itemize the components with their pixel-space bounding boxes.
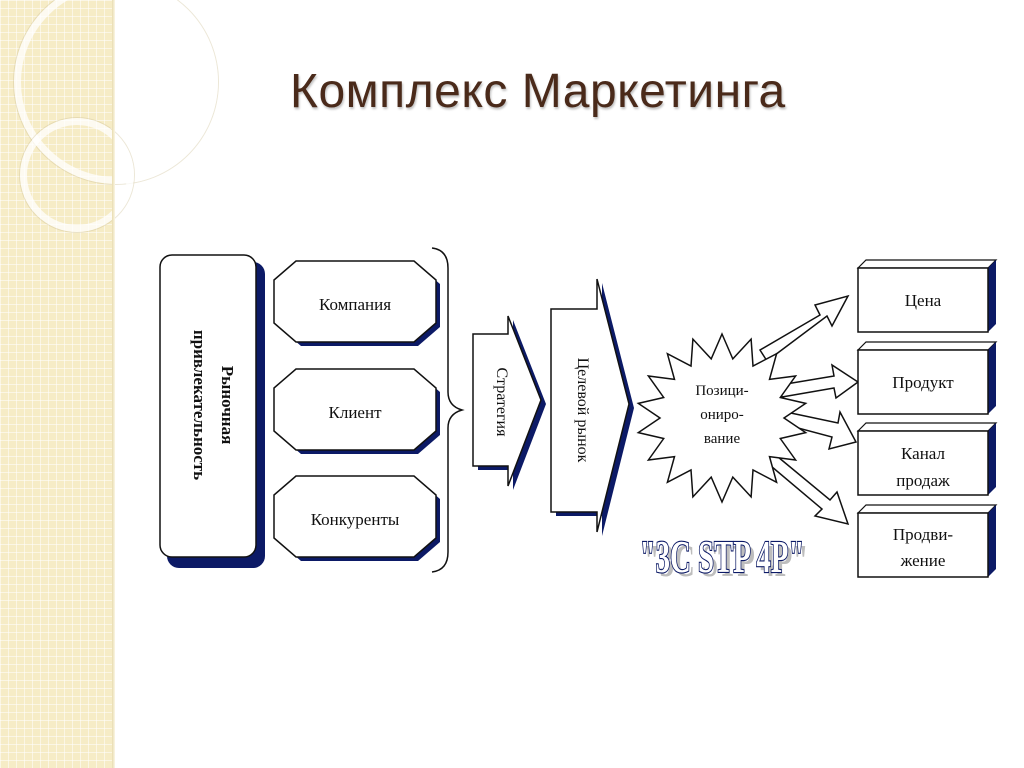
p4-label: Канал [901, 444, 945, 463]
positioning-burst: Позици- ониро- вание [636, 332, 808, 504]
formula-shadow: "3С STP 4P" [644, 536, 809, 586]
c3-label: Клиент [329, 403, 383, 422]
target-market-arrow: Целевой рынок [550, 278, 634, 536]
strategy-arrow: Стратегия [472, 315, 546, 490]
sidebar-edge [112, 0, 115, 768]
p4-label: жение [900, 551, 946, 570]
p4-label: продаж [896, 471, 950, 490]
c3-brace [431, 247, 465, 573]
p4-item-promotion: Продви- жение [856, 504, 998, 578]
positioning-star-shape [636, 332, 808, 504]
arrow-to-price [758, 294, 850, 363]
decorative-sidebar [0, 0, 218, 768]
slide-title: Комплекс Маркетинга [290, 65, 786, 118]
positioning-label: вание [704, 431, 741, 447]
p4-label: Цена [905, 291, 942, 310]
p4-item-channel: Канал продаж [856, 422, 998, 496]
target-market-label: Целевой рынок [574, 358, 591, 463]
c3-item-client: Клиент [273, 368, 440, 454]
formula-label: "3С STP 4P" "3С STP 4P" [639, 532, 809, 587]
arrow-to-product [779, 363, 860, 400]
p4-item-price: Цена [856, 259, 998, 333]
positioning-label: Позици- [695, 383, 748, 399]
decorative-ring [20, 118, 134, 232]
positioning-label: ониро- [700, 407, 744, 423]
p4-item-product: Продукт [856, 341, 998, 415]
p4-label: Продви- [893, 525, 954, 544]
formula-text: "3С STP 4P" [640, 532, 805, 582]
p4-label: Продукт [892, 373, 954, 392]
c3-label: Компания [319, 295, 391, 314]
market-attractiveness-box: Рыночная привлекательность [159, 254, 265, 568]
market-attractiveness-label: Рыночная [218, 366, 237, 445]
market-attractiveness-label: привлекательность [190, 330, 209, 480]
c3-item-company: Компания [273, 260, 440, 346]
c3-label: Конкуренты [311, 510, 400, 529]
strategy-label: Стратегия [493, 368, 510, 438]
c3-item-competitors: Конкуренты [273, 475, 440, 561]
arrow-to-promotion [763, 450, 850, 526]
